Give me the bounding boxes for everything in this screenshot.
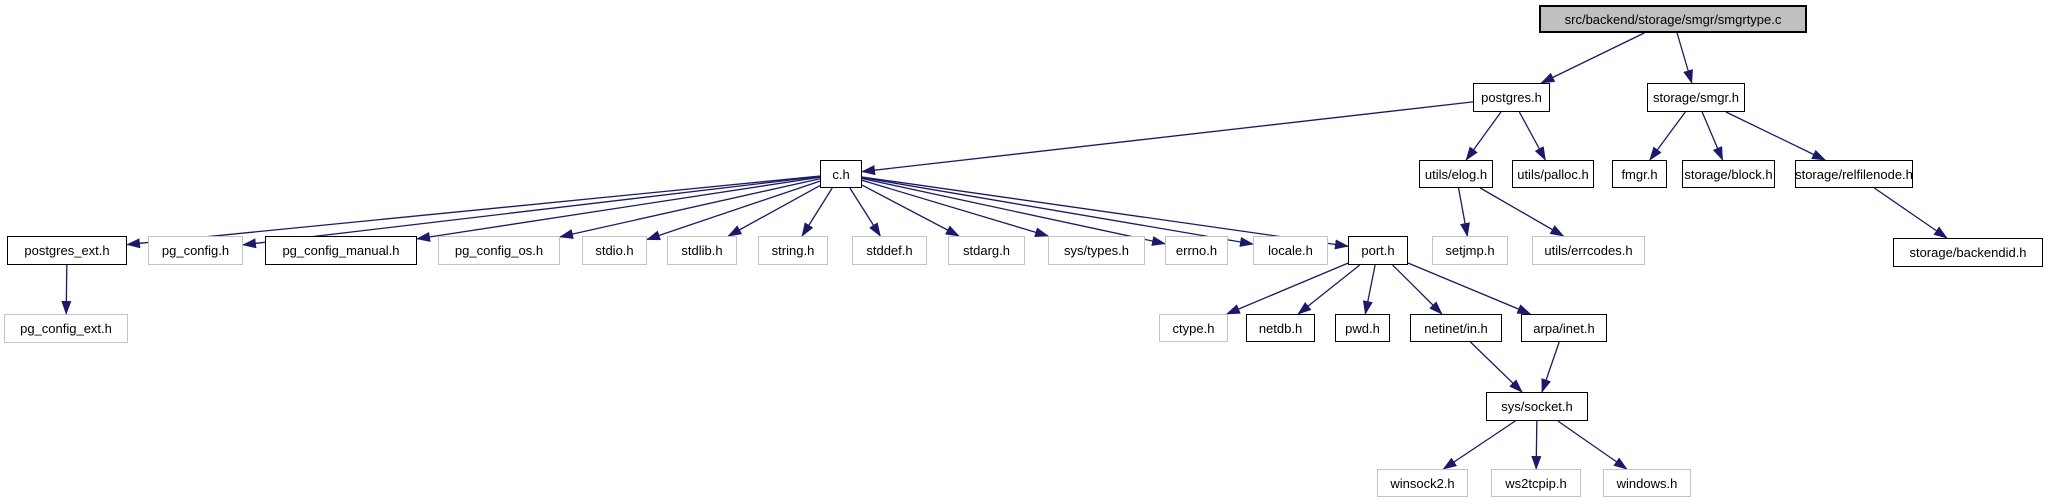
edge-postgres-h-to-utils-elog-h bbox=[1465, 111, 1502, 161]
node-storage-relfilenode-h[interactable]: storage/relfilenode.h bbox=[1795, 160, 1913, 188]
node-stddef-h: stddef.h bbox=[852, 236, 927, 265]
edge-sys-socket-h-to-winsock2-h bbox=[1442, 420, 1516, 470]
edge-c-h-to-pg-config-manual-h bbox=[416, 176, 821, 242]
node-storage-smgr-h[interactable]: storage/smgr.h bbox=[1647, 83, 1745, 112]
node-stdarg-h: stdarg.h bbox=[948, 236, 1025, 265]
node-windows-h: windows.h bbox=[1603, 469, 1691, 497]
node-storage-backendid-h[interactable]: storage/backendid.h bbox=[1893, 238, 2043, 267]
node-locale-h: locale.h bbox=[1253, 236, 1328, 265]
node-storage-block-h[interactable]: storage/block.h bbox=[1682, 160, 1775, 188]
edge-smgrtype-c-to-postgres-h bbox=[1540, 32, 1645, 84]
node-utils-errcodes-h: utils/errcodes.h bbox=[1532, 236, 1645, 265]
edge-postgres-h-to-c-h bbox=[861, 101, 1474, 176]
edge-storage-smgr-h-to-storage-relfilenode-h bbox=[1725, 111, 1826, 161]
edge-c-h-to-stdio-h bbox=[646, 180, 821, 241]
edge-postgres-ext-h-to-pg-config-ext-h bbox=[61, 264, 72, 315]
node-utils-elog-h[interactable]: utils/elog.h bbox=[1419, 160, 1493, 188]
node-sys-socket-h[interactable]: sys/socket.h bbox=[1486, 392, 1588, 421]
edge-storage-relfilenode-h-to-storage-backendid-h bbox=[1873, 187, 1948, 239]
edge-c-h-to-pg-config-h bbox=[242, 175, 821, 249]
edge-port-h-to-ctype-h bbox=[1225, 262, 1349, 315]
node-stdio-h: stdio.h bbox=[582, 236, 647, 265]
edge-c-h-to-string-h bbox=[801, 187, 833, 237]
edge-c-h-to-stdlib-h bbox=[727, 184, 821, 237]
edge-smgrtype-c-to-storage-smgr-h bbox=[1676, 32, 1693, 84]
node-setjmp-h: setjmp.h bbox=[1432, 236, 1508, 265]
node-pg-config-os-h: pg_config_os.h bbox=[438, 236, 560, 265]
edge-c-h-to-pg-config-os-h bbox=[559, 178, 821, 239]
node-postgres-ext-h[interactable]: postgres_ext.h bbox=[7, 236, 127, 265]
edge-c-h-to-errno-h bbox=[861, 177, 1166, 246]
node-stdlib-h: stdlib.h bbox=[667, 236, 737, 265]
node-utils-palloc-h[interactable]: utils/palloc.h bbox=[1512, 160, 1594, 188]
edge-port-h-to-netdb-h bbox=[1297, 264, 1361, 315]
node-pg-config-ext-h: pg_config_ext.h bbox=[4, 314, 128, 343]
node-smgrtype-c[interactable]: src/backend/storage/smgr/smgrtype.c bbox=[1539, 5, 1807, 33]
edge-c-h-to-sys-types-h bbox=[861, 179, 1050, 238]
node-arpa-inet-h[interactable]: arpa/inet.h bbox=[1521, 314, 1607, 342]
edge-sys-socket-h-to-ws2tcpip-h bbox=[1531, 420, 1542, 470]
node-pg-config-h: pg_config.h bbox=[148, 236, 243, 265]
edge-c-h-to-postgres-ext-h bbox=[126, 175, 821, 249]
edge-c-h-to-stdarg-h bbox=[861, 184, 960, 237]
edge-netinet-in-h-to-sys-socket-h bbox=[1469, 341, 1523, 393]
edge-storage-smgr-h-to-fmgr-h bbox=[1649, 111, 1686, 161]
edge-utils-elog-h-to-setjmp-h bbox=[1457, 187, 1470, 237]
node-c-h[interactable]: c.h bbox=[820, 160, 862, 188]
node-string-h: string.h bbox=[758, 236, 828, 265]
edge-c-h-to-port-h bbox=[861, 176, 1349, 250]
edge-c-h-to-locale-h bbox=[861, 176, 1254, 247]
node-sys-types-h: sys/types.h bbox=[1048, 236, 1145, 265]
edge-postgres-h-to-utils-palloc-h bbox=[1518, 111, 1546, 161]
node-ctype-h: ctype.h bbox=[1159, 314, 1228, 342]
edge-utils-elog-h-to-utils-errcodes-h bbox=[1479, 187, 1565, 237]
node-pwd-h[interactable]: pwd.h bbox=[1335, 314, 1390, 342]
node-postgres-h[interactable]: postgres.h bbox=[1473, 83, 1550, 112]
node-port-h[interactable]: port.h bbox=[1348, 236, 1408, 265]
node-pg-config-manual-h[interactable]: pg_config_manual.h bbox=[265, 236, 417, 265]
edge-sys-socket-h-to-windows-h bbox=[1557, 420, 1628, 470]
node-netdb-h[interactable]: netdb.h bbox=[1246, 314, 1315, 342]
edge-port-h-to-pwd-h bbox=[1362, 264, 1376, 315]
edge-port-h-to-netinet-in-h bbox=[1392, 264, 1443, 315]
edge-storage-smgr-h-to-storage-block-h bbox=[1701, 111, 1724, 161]
node-winsock2-h: winsock2.h bbox=[1377, 469, 1468, 497]
node-netinet-in-h[interactable]: netinet/in.h bbox=[1410, 314, 1502, 342]
edge-arpa-inet-h-to-sys-socket-h bbox=[1541, 341, 1560, 393]
node-fmgr-h[interactable]: fmgr.h bbox=[1612, 160, 1667, 188]
edge-c-h-to-stddef-h bbox=[849, 187, 881, 237]
node-errno-h: errno.h bbox=[1165, 236, 1228, 265]
node-ws2tcpip-h: ws2tcpip.h bbox=[1491, 469, 1581, 497]
edge-port-h-to-arpa-inet-h bbox=[1407, 262, 1532, 315]
